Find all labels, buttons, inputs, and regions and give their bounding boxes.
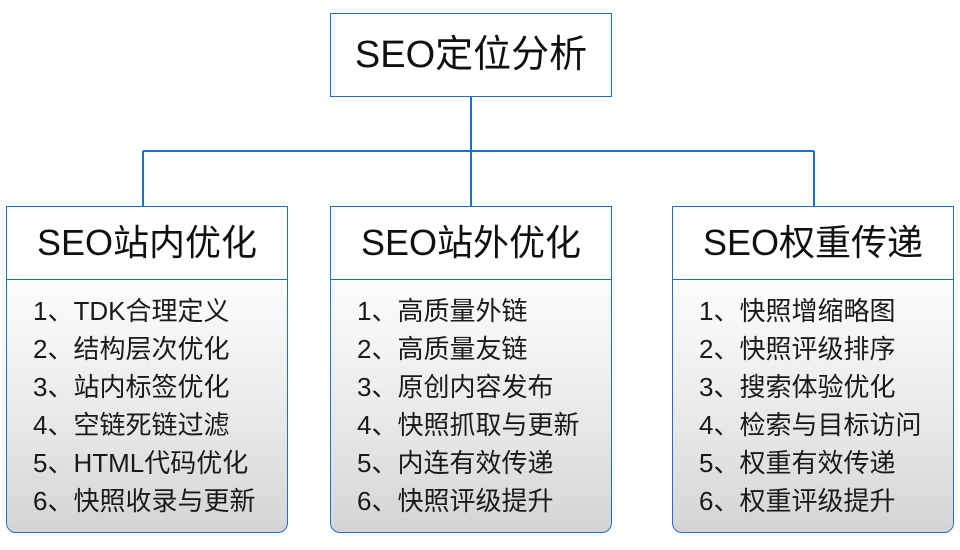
branch-header-label-3: SEO权重传递 (702, 222, 924, 263)
list-item: 3、原创内容发布 (357, 371, 554, 402)
list-item: 6、权重评级提升 (699, 485, 896, 516)
root-node: SEO定位分析 (330, 13, 612, 97)
branch-body-1: 1、TDK合理定义 2、结构层次优化 3、站内标签优化 4、空链死链过滤 5、H… (6, 278, 288, 533)
list-item: 5、权重有效传递 (699, 447, 896, 478)
list-item: 1、快照增缩略图 (699, 295, 896, 326)
list-item: 3、站内标签优化 (33, 371, 230, 402)
branch-list-2: 1、高质量外链 2、高质量友链 3、原创内容发布 4、快照抓取与更新 5、内连有… (331, 292, 611, 520)
branch-header-label-1: SEO站内优化 (36, 222, 258, 263)
branch-header-1: SEO站内优化 (6, 206, 288, 280)
list-item: 6、快照评级提升 (357, 485, 554, 516)
list-item: 4、快照抓取与更新 (357, 409, 580, 440)
root-node-label: SEO定位分析 (354, 34, 588, 76)
branch-column-2: SEO站外优化 1、高质量外链 2、高质量友链 3、原创内容发布 4、快照抓取与… (330, 206, 612, 533)
list-item: 1、TDK合理定义 (33, 295, 230, 326)
list-item: 4、检索与目标访问 (699, 409, 922, 440)
branch-header-2: SEO站外优化 (330, 206, 612, 280)
list-item: 5、内连有效传递 (357, 447, 554, 478)
list-item: 6、快照收录与更新 (33, 485, 256, 516)
list-item: 4、空链死链过滤 (33, 409, 230, 440)
list-item: 5、HTML代码优化 (33, 447, 249, 478)
list-item: 1、高质量外链 (357, 295, 528, 326)
list-item: 3、搜索体验优化 (699, 371, 896, 402)
list-item: 2、快照评级排序 (699, 333, 896, 364)
branch-column-1: SEO站内优化 1、TDK合理定义 2、结构层次优化 3、站内标签优化 4、空链… (6, 206, 288, 533)
list-item: 2、结构层次优化 (33, 333, 230, 364)
branch-body-3: 1、快照增缩略图 2、快照评级排序 3、搜索体验优化 4、检索与目标访问 5、权… (672, 278, 954, 533)
branch-body-2: 1、高质量外链 2、高质量友链 3、原创内容发布 4、快照抓取与更新 5、内连有… (330, 278, 612, 533)
list-item: 2、高质量友链 (357, 333, 528, 364)
branch-column-3: SEO权重传递 1、快照增缩略图 2、快照评级排序 3、搜索体验优化 4、检索与… (672, 206, 954, 533)
branch-header-3: SEO权重传递 (672, 206, 954, 280)
branch-header-label-2: SEO站外优化 (360, 222, 582, 263)
branch-list-1: 1、TDK合理定义 2、结构层次优化 3、站内标签优化 4、空链死链过滤 5、H… (7, 292, 287, 520)
branch-list-3: 1、快照增缩略图 2、快照评级排序 3、搜索体验优化 4、检索与目标访问 5、权… (673, 292, 953, 520)
